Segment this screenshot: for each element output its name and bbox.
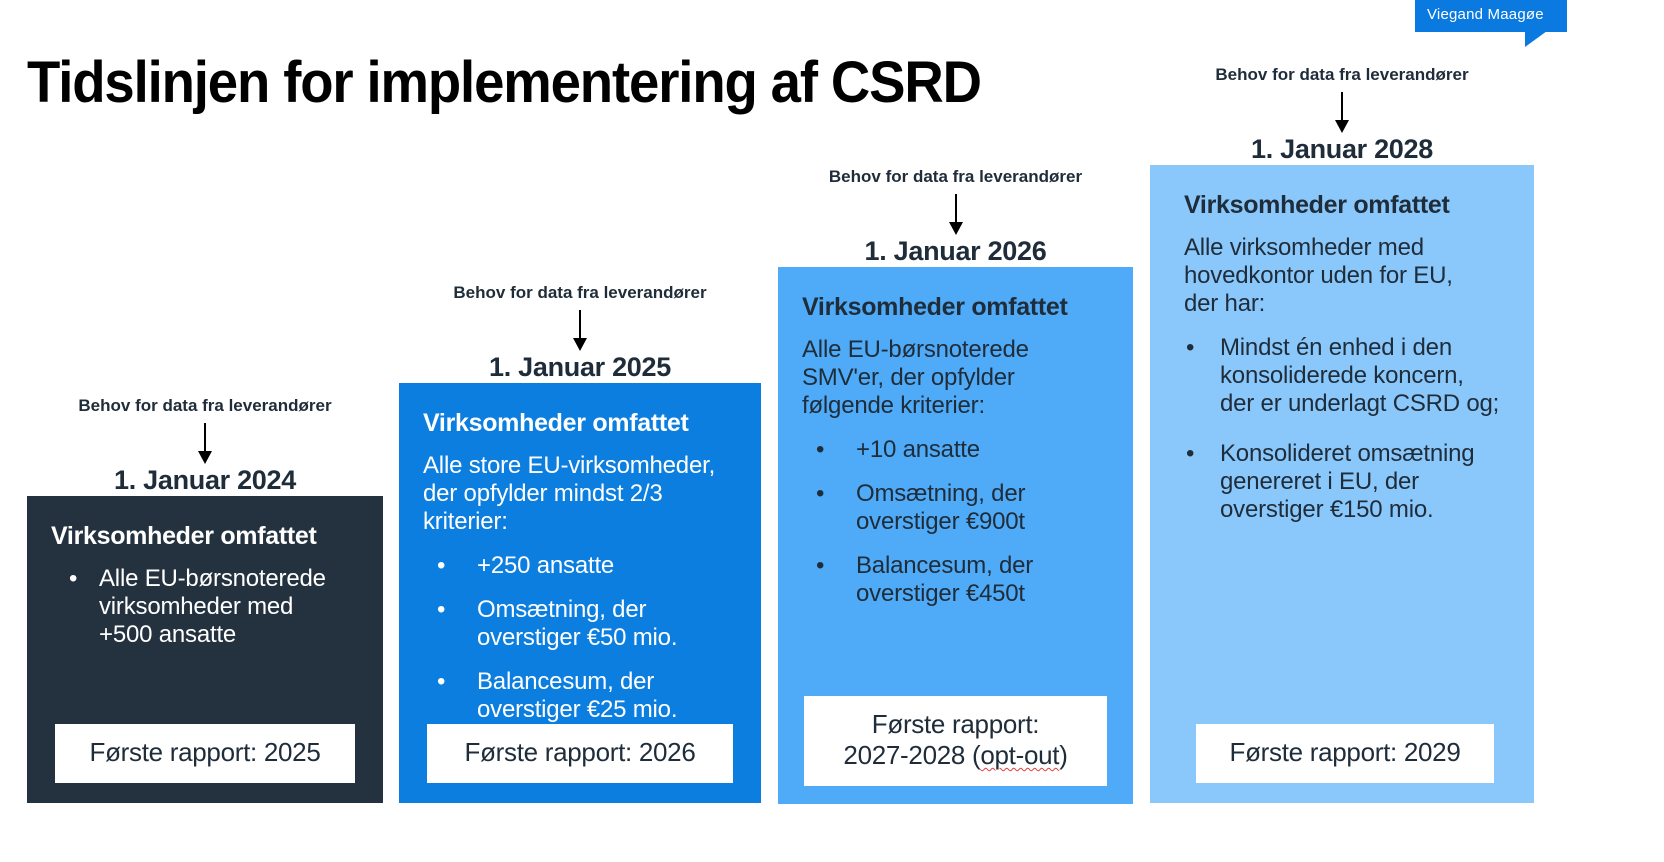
list-item-text: Balancesum, der overstiger €450t [856, 551, 1034, 608]
first-report-tail: ) [1059, 740, 1068, 771]
milestone-date: 1. Januar 2026 [864, 235, 1047, 266]
bullet-dot-icon: • [437, 595, 446, 623]
supplier-note-text: Behov for data fra leverandører [828, 167, 1083, 186]
card-title: Virksomheder omfattet [423, 408, 689, 437]
milestone-card: Virksomheder omfattet Alle virksomheder … [1150, 164, 1534, 803]
list-item: • Balancesum, der overstiger €450t [802, 552, 1109, 608]
down-arrow-icon [198, 422, 212, 464]
card-bullet-list: • Alle EU-børsnoterede virksomheder med +… [51, 565, 359, 649]
list-item: • Konsolideret omsætning genereret i EU, … [1184, 440, 1518, 524]
list-item-text: +10 ansatte [856, 435, 980, 463]
milestone-date: 1. Januar 2025 [489, 351, 671, 382]
milestone-card: Virksomheder omfattet Alle store EU-virk… [399, 382, 761, 803]
card-bullet-list: • Mindst én enhed i den konsoliderede kon… [1184, 334, 1518, 524]
card-bullet-list: • +250 ansatte • Omsætning, der overstiger… [423, 552, 737, 724]
supplier-note-block: Behov for data fra leverandører 1. Janua… [27, 395, 383, 496]
company-logo: Viegand Maagøe [1415, 0, 1567, 47]
first-report-badge: Første rapport: 2025 [55, 724, 355, 783]
list-item: • Mindst én enhed i den konsoliderede kon… [1184, 334, 1518, 418]
bullet-dot-icon: • [1186, 333, 1195, 361]
logo-label: Viegand Maagøe [1415, 0, 1567, 32]
page-title: Tidslinjen for implementering af CSRD [27, 50, 982, 115]
timeline-column-2026: Behov for data fra leverandører 1. Janua… [778, 166, 1133, 804]
timeline-column-2028: Behov for data fra leverandører 1. Janua… [1150, 64, 1534, 803]
card-intro-text: Alle store EU-virksomheder, der opfylder… [423, 451, 716, 535]
list-item: • +10 ansatte [802, 436, 1109, 464]
down-arrow-icon [948, 193, 963, 235]
down-arrow-icon [573, 309, 587, 351]
list-item: • Omsætning, der overstiger €50 mio. [423, 596, 737, 652]
timeline-column-2024: Behov for data fra leverandører 1. Janua… [27, 395, 383, 803]
spellchecked-word: opt-out [980, 740, 1060, 771]
card-title: Virksomheder omfattet [802, 292, 1068, 321]
card-title: Virksomheder omfattet [51, 521, 317, 550]
list-item-text: Omsætning, der overstiger €900t [856, 479, 1026, 535]
card-intro-text: Alle EU-børsnoterede SMV'er, der opfylde… [802, 335, 1029, 419]
supplier-note-block: Behov for data fra leverandører 1. Janua… [778, 166, 1133, 267]
list-item-text: +250 ansatte [477, 551, 615, 579]
bullet-dot-icon: • [816, 551, 825, 579]
card-title: Virksomheder omfattet [1184, 190, 1450, 219]
timeline-column-2025: Behov for data fra leverandører 1. Janua… [399, 282, 761, 803]
first-report-text: Første rapport: 2027-2028 ( [843, 709, 1040, 771]
list-item: • +250 ansatte [423, 552, 737, 580]
milestone-date: 1. Januar 2024 [114, 464, 296, 495]
down-arrow-icon [1335, 91, 1349, 133]
list-item-text: Alle EU-børsnoterede virksomheder med +5… [99, 564, 326, 648]
milestone-card: Virksomheder omfattet Alle EU-børsnotere… [778, 266, 1133, 804]
bullet-dot-icon: • [437, 667, 446, 695]
list-item: • Omsætning, der overstiger €900t [802, 480, 1109, 536]
bullet-dot-icon: • [816, 479, 825, 507]
supplier-note-text: Behov for data fra leverandører [453, 283, 707, 302]
list-item-text: Omsætning, der overstiger €50 mio. [477, 595, 678, 651]
milestone-card: Virksomheder omfattet • Alle EU-børsnoter… [27, 495, 383, 803]
list-item-text: Konsolideret omsætning genereret i EU, d… [1220, 439, 1475, 524]
bullet-dot-icon: • [69, 564, 78, 592]
card-bullet-list: • +10 ansatte • Omsætning, der overstiger … [802, 436, 1109, 608]
bullet-dot-icon: • [816, 435, 825, 463]
list-item: • Balancesum, der overstiger €25 mio. [423, 668, 737, 724]
card-intro-text: Alle virksomheder med hovedkontor uden f… [1184, 233, 1453, 317]
supplier-note-text: Behov for data fra leverandører [78, 396, 332, 415]
first-report-badge: Første rapport: 2026 [427, 724, 733, 783]
supplier-note-text: Behov for data fra leverandører [1215, 65, 1469, 84]
first-report-badge: Første rapport: 2029 [1196, 724, 1494, 783]
list-item: • Alle EU-børsnoterede virksomheder med +… [51, 565, 359, 649]
list-item-text: Mindst én enhed i den konsoliderede konc… [1220, 333, 1500, 417]
first-report-badge: Første rapport: 2027-2028 (opt-out) [804, 696, 1107, 786]
logo-bubble-tail-icon [1525, 31, 1547, 47]
supplier-note-block: Behov for data fra leverandører 1. Janua… [399, 282, 761, 383]
bullet-dot-icon: • [1186, 439, 1195, 467]
milestone-date: 1. Januar 2028 [1251, 133, 1433, 164]
list-item-text: Balancesum, der overstiger €25 mio. [477, 667, 678, 724]
supplier-note-block: Behov for data fra leverandører 1. Janua… [1150, 64, 1534, 165]
bullet-dot-icon: • [437, 551, 446, 579]
